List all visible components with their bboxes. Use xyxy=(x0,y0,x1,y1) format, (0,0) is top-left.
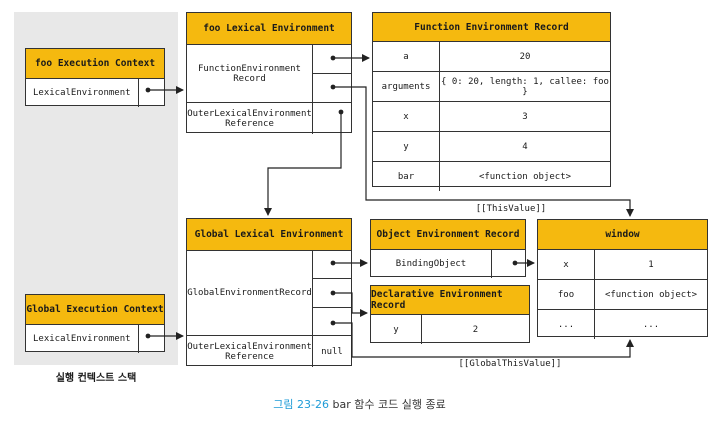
foo-execution-context-title: foo Execution Context xyxy=(26,49,164,79)
foo-outer-pointer-cell xyxy=(312,103,351,134)
global-lexical-environment-title: Global Lexical Environment xyxy=(187,219,351,251)
declarative-record-key-y: y xyxy=(393,324,399,335)
window-key: x xyxy=(563,259,569,270)
figure-caption: 그림 23-26 bar 함수 코드 실행 종료 xyxy=(0,396,719,412)
dot-foo-this xyxy=(330,84,336,90)
dot-foo-ctx xyxy=(145,87,151,93)
global-outer-null-value: null xyxy=(312,336,351,367)
foo-ctx-pointer-cell xyxy=(138,79,164,107)
window-row: ...... xyxy=(538,309,707,339)
window-value: 1 xyxy=(594,250,707,279)
dot-global-this xyxy=(330,320,336,326)
arrow-global-rec-to-der xyxy=(333,292,368,317)
dot-foo-record xyxy=(330,55,336,61)
object-environment-record: Object Environment Record BindingObject xyxy=(370,219,526,278)
fer-value: { 0: 20, length: 1, callee: foo } xyxy=(439,72,610,101)
declarative-record-value-y: 2 xyxy=(421,315,529,344)
foo-execution-context: foo Execution Context LexicalEnvironment xyxy=(25,48,165,107)
figure-number: 그림 23-26 xyxy=(273,398,329,411)
fer-value: 4 xyxy=(439,132,610,161)
fer-value: 3 xyxy=(439,102,610,131)
global-execution-context: Global Execution Context LexicalEnvironm… xyxy=(25,294,165,353)
window-value: <function object> xyxy=(594,280,707,309)
binding-object-label: BindingObject xyxy=(395,259,467,269)
global-environment-record-label: GlobalEnvironmentRecord xyxy=(187,288,312,298)
this-value-label: [[ThisValue]] xyxy=(475,204,547,214)
binding-object-pointer-cell xyxy=(491,250,525,278)
foo-record-pointer-cells xyxy=(312,45,351,102)
dot-global-ctx xyxy=(145,333,151,339)
fer-key: bar xyxy=(397,171,415,182)
global-ctx-pointer-cell xyxy=(138,325,164,353)
foo-lexical-environment: foo Lexical Environment FunctionEnvironm… xyxy=(186,12,352,134)
dot-global-rec xyxy=(330,260,336,266)
window-row: foo <function object> xyxy=(538,279,707,309)
fer-row: bar <function object> xyxy=(373,161,610,191)
fer-key: x xyxy=(403,111,409,122)
fer-row: arguments { 0: 20, length: 1, callee: foo… xyxy=(373,71,610,101)
global-ctx-lexical-environment-label: LexicalEnvironment xyxy=(33,334,131,344)
function-environment-record-rows: a 20 arguments { 0: 20, length: 1, callee: … xyxy=(373,42,610,191)
fer-key: a xyxy=(403,51,409,62)
arrow-global-this-to-window xyxy=(333,322,634,358)
window-value: ... xyxy=(594,310,707,339)
fer-key: y xyxy=(403,141,409,152)
declarative-environment-record-title: Declarative Environment Record xyxy=(371,286,529,315)
global-outer-reference-label: OuterLexicalEnvironment Reference xyxy=(187,341,312,362)
window-key: foo xyxy=(557,289,575,300)
foo-function-environment-record-label: FunctionEnvironment Record xyxy=(198,63,301,84)
global-lexical-environment: Global Lexical Environment GlobalEnviron… xyxy=(186,218,352,367)
foo-outer-reference-label: OuterLexicalEnvironment Reference xyxy=(187,108,312,129)
fer-key: arguments xyxy=(381,81,431,92)
dot-foo-outer xyxy=(338,109,344,115)
window-object-title: window xyxy=(538,220,707,250)
dot-binding-object xyxy=(512,260,518,266)
arrow-foo-this-to-window xyxy=(333,86,634,217)
arrow-foo-outer-to-global-lex xyxy=(264,112,342,216)
function-environment-record-title: Function Environment Record xyxy=(373,13,610,42)
object-environment-record-title: Object Environment Record xyxy=(371,220,525,250)
global-this-value-label: [[GlobalThisValue]] xyxy=(458,359,562,369)
figure-caption-text: bar 함수 코드 실행 종료 xyxy=(329,398,446,411)
window-key: ... xyxy=(557,319,575,330)
fer-value: <function object> xyxy=(439,162,610,191)
foo-ctx-lexical-environment-label: LexicalEnvironment xyxy=(33,88,131,98)
foo-lexical-environment-title: foo Lexical Environment xyxy=(187,13,351,45)
fer-value: 20 xyxy=(439,42,610,71)
global-record-pointer-cells xyxy=(312,251,351,335)
dot-global-der xyxy=(330,290,336,296)
declarative-environment-record: Declarative Environment Record y 2 xyxy=(370,285,530,344)
fer-row: a 20 xyxy=(373,42,610,71)
stack-title: 실행 컨텍스트 스택 xyxy=(55,373,137,384)
global-execution-context-title: Global Execution Context xyxy=(26,295,164,325)
